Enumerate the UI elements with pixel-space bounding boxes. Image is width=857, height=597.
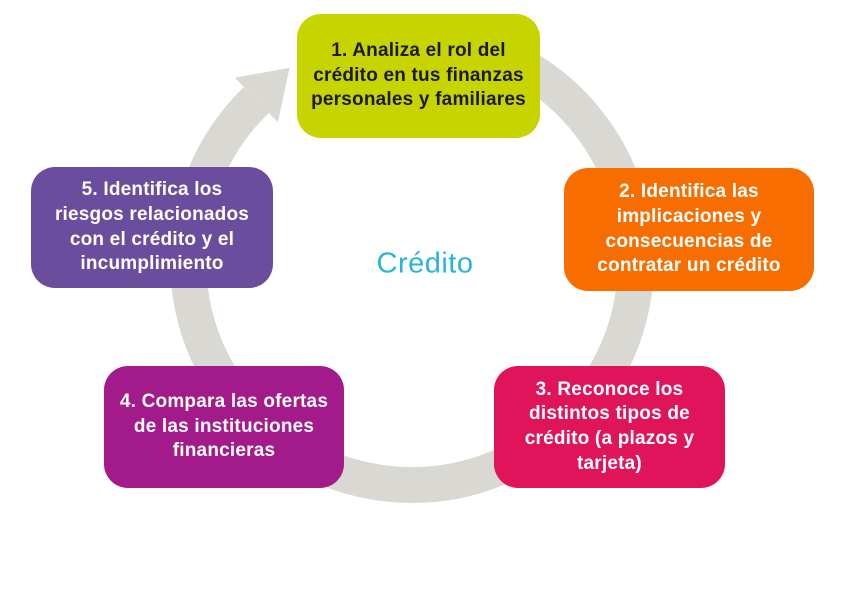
step-4-label: 4. Compara las ofertas de las institucio… <box>119 390 329 462</box>
step-2-label: 2. Identifica las implicaciones y consec… <box>597 181 781 277</box>
step-box-1-analiza-rol-credito: 1. Analiza el rol del crédito en tus fin… <box>297 14 540 138</box>
step-box-2-implicaciones-credito: 2. Identifica las implicaciones y consec… <box>564 168 814 291</box>
step-box-3-tipos-credito: 3. Reconoce los distintos tipos de crédi… <box>494 366 725 488</box>
cycle-arrowhead-icon <box>234 67 290 123</box>
step-1-label: 1. Analiza el rol del crédito en tus fin… <box>311 39 526 111</box>
cycle-title: Crédito <box>376 247 474 280</box>
step-box-4-compara-ofertas: 4. Compara las ofertas de las institucio… <box>104 366 344 488</box>
step-3-label: 3. Reconoce los distintos tipos de crédi… <box>524 378 695 474</box>
step-box-5-riesgos-credito: 5. Identifica los riesgos relacionados c… <box>31 167 273 288</box>
step-5-label: 5. Identifica los riesgos relacionados c… <box>54 179 250 275</box>
